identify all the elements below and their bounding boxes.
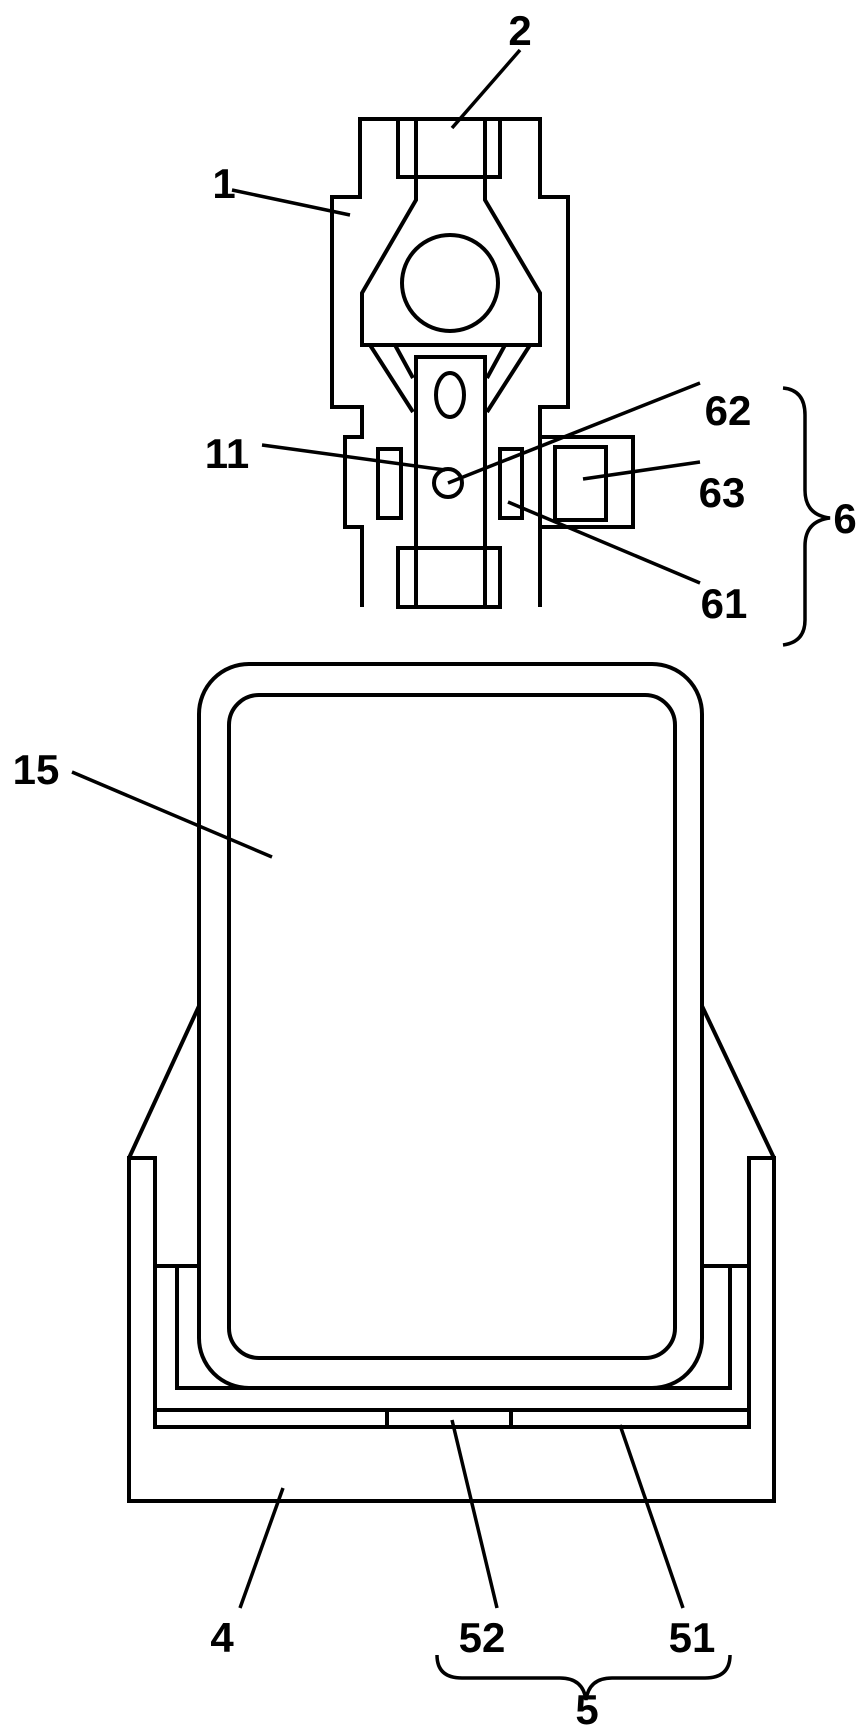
leader-lines xyxy=(71,48,701,1609)
link-left xyxy=(368,343,415,414)
slot-61 xyxy=(498,447,524,520)
tray-diagonal-right xyxy=(700,1005,776,1159)
label-6: 6 xyxy=(833,495,856,542)
label-5: 5 xyxy=(575,1686,598,1727)
tray-diagonal-left xyxy=(127,1005,201,1159)
rod-oval-hole xyxy=(434,371,466,419)
label-15: 15 xyxy=(13,746,60,793)
head-inner-outline xyxy=(360,119,542,347)
slot-left xyxy=(376,447,403,520)
head-hole xyxy=(400,233,500,333)
pin-62 xyxy=(432,467,464,499)
body-15-inner xyxy=(227,693,677,1360)
label-51: 51 xyxy=(669,1614,716,1661)
brace-5 xyxy=(435,1654,732,1701)
label-62: 62 xyxy=(705,387,752,434)
label-61: 61 xyxy=(701,580,748,627)
component-2-slot xyxy=(396,117,502,179)
body-15-outer xyxy=(197,662,704,1390)
label-11: 11 xyxy=(205,430,249,477)
housing-63 xyxy=(540,435,635,529)
tray-4 xyxy=(127,1156,776,1503)
label-1: 1 xyxy=(212,160,235,207)
label-2: 2 xyxy=(508,7,531,54)
label-52: 52 xyxy=(459,1614,506,1661)
brace-6 xyxy=(782,386,831,647)
label-63: 63 xyxy=(699,469,746,516)
bottom-slot xyxy=(396,546,502,609)
link-right xyxy=(485,343,532,414)
block-63 xyxy=(553,445,608,522)
body-1-outline xyxy=(330,117,570,607)
label-4: 4 xyxy=(210,1614,234,1661)
pad-52 xyxy=(385,1408,513,1429)
cradle-51 xyxy=(155,1264,749,1412)
